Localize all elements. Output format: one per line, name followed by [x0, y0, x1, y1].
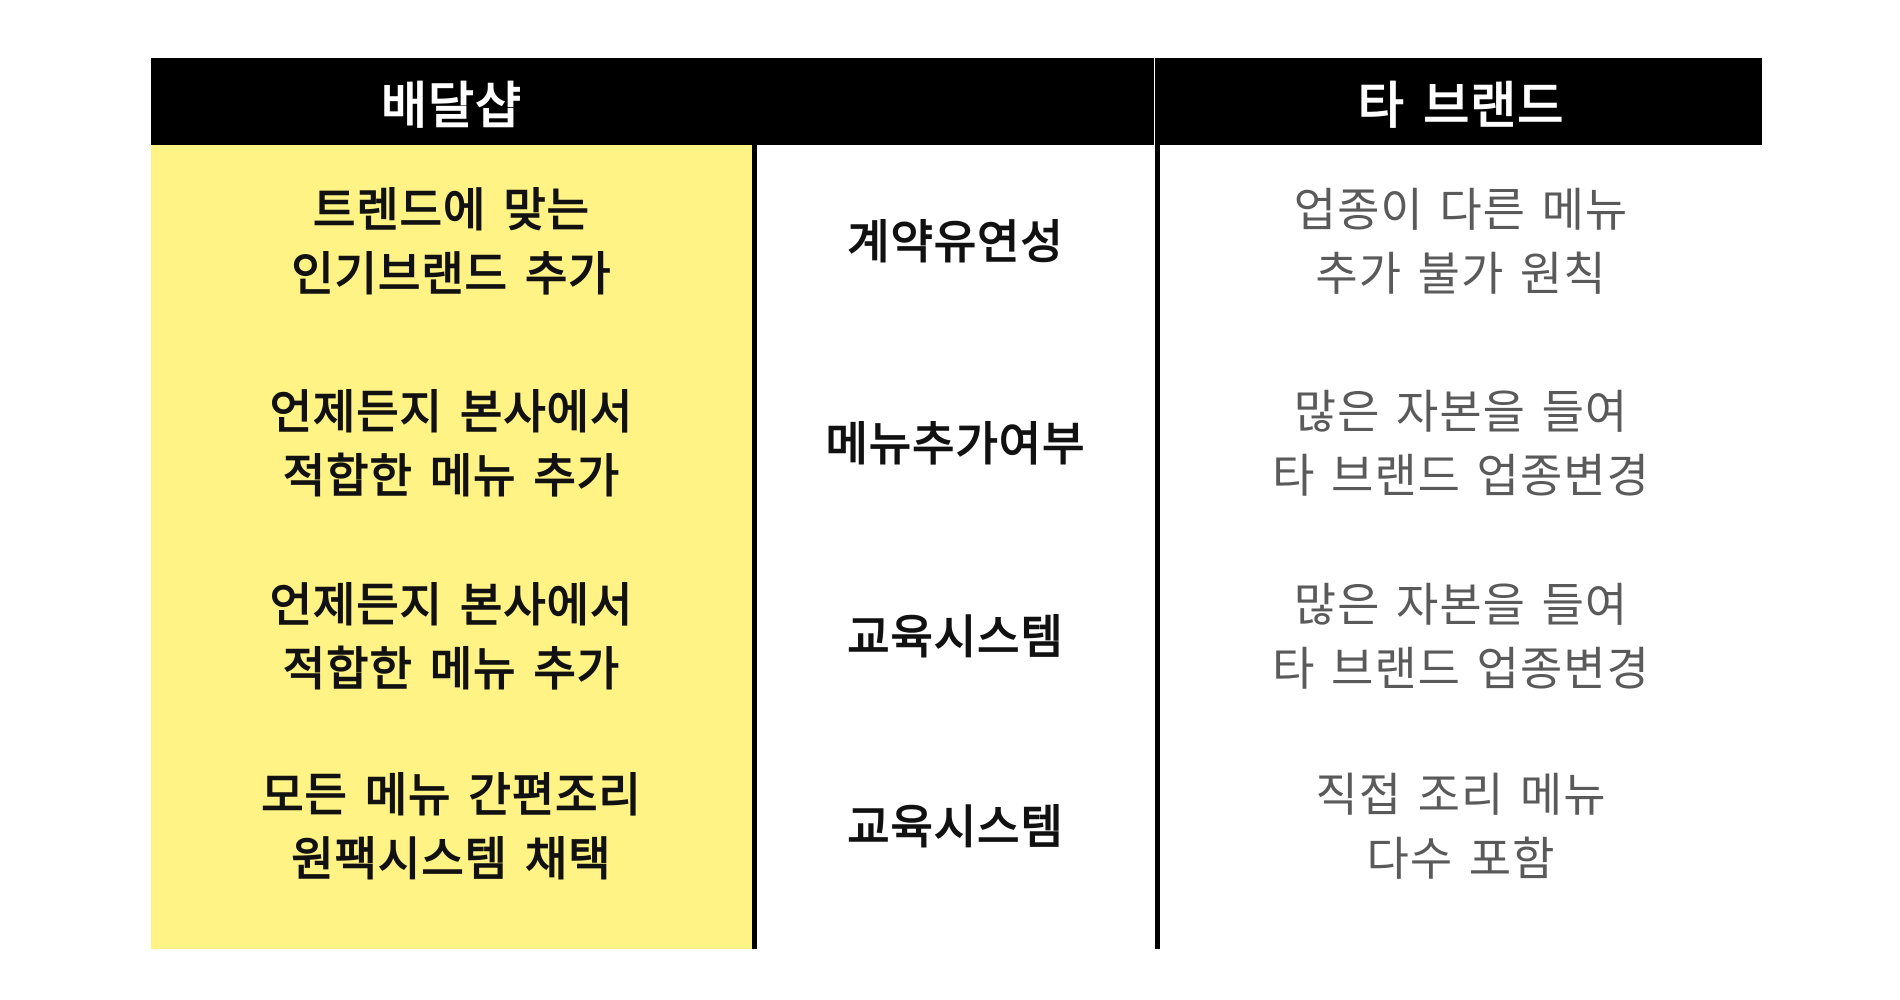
cell-line: 많은 자본을 들여	[1293, 384, 1629, 439]
baedalshop-cell: 언제든지 본사에서 적합한 메뉴 추가	[151, 540, 752, 733]
cell-line: 모든 메뉴 간편조리	[261, 767, 642, 822]
baedalshop-cell: 모든 메뉴 간편조리 원팩시스템 채택	[151, 730, 752, 923]
other-brand-cell: 많은 자본을 들여 타 브랜드 업종변경	[1160, 347, 1762, 540]
column-criteria: 계약유연성 메뉴추가여부 교육시스템 교육시스템	[757, 58, 1154, 949]
column-other-brand: 타 브랜드 업종이 다른 메뉴 추가 불가 원칙 많은 자본을 들여 타 브랜드…	[1160, 58, 1762, 949]
column-criteria-body: 계약유연성 메뉴추가여부 교육시스템 교육시스템	[757, 145, 1154, 949]
baedalshop-cell: 트렌드에 맞는 인기브랜드 추가	[151, 145, 752, 338]
header-baedalshop: 배달샵	[151, 58, 752, 145]
column-divider	[1155, 58, 1160, 949]
cell-line: 교육시스템	[847, 799, 1064, 854]
criteria-cell: 메뉴추가여부	[757, 347, 1154, 540]
comparison-table: 배달샵 트렌드에 맞는 인기브랜드 추가 언제든지 본사에서 적합한 메뉴 추가…	[151, 58, 1762, 949]
other-brand-cell: 업종이 다른 메뉴 추가 불가 원칙	[1160, 145, 1762, 338]
cell-line: 언제든지 본사에서	[269, 577, 634, 632]
cell-line: 적합한 메뉴 추가	[282, 641, 621, 696]
criteria-cell: 교육시스템	[757, 540, 1154, 733]
criteria-cell: 계약유연성	[757, 145, 1154, 338]
cell-line: 타 브랜드 업종변경	[1272, 448, 1650, 503]
cell-line: 적합한 메뉴 추가	[282, 448, 621, 503]
column-divider	[752, 58, 757, 949]
cell-line: 트렌드에 맞는	[313, 182, 590, 237]
cell-line: 계약유연성	[847, 214, 1064, 269]
column-baedalshop-body: 트렌드에 맞는 인기브랜드 추가 언제든지 본사에서 적합한 메뉴 추가 언제든…	[151, 145, 752, 949]
cell-line: 직접 조리 메뉴	[1315, 767, 1607, 822]
other-brand-cell: 많은 자본을 들여 타 브랜드 업종변경	[1160, 540, 1762, 733]
header-other-brand: 타 브랜드	[1160, 58, 1762, 145]
cell-line: 인기브랜드 추가	[291, 246, 612, 301]
column-baedalshop: 배달샵 트렌드에 맞는 인기브랜드 추가 언제든지 본사에서 적합한 메뉴 추가…	[151, 58, 752, 949]
cell-line: 많은 자본을 들여	[1293, 577, 1629, 632]
cell-line: 업종이 다른 메뉴	[1293, 182, 1629, 237]
cell-line: 원팩시스템 채택	[291, 831, 612, 886]
cell-line: 추가 불가 원칙	[1315, 246, 1607, 301]
header-criteria	[757, 58, 1154, 145]
other-brand-cell: 직접 조리 메뉴 다수 포함	[1160, 730, 1762, 923]
cell-line: 교육시스템	[847, 609, 1064, 664]
baedalshop-cell: 언제든지 본사에서 적합한 메뉴 추가	[151, 347, 752, 540]
column-other-brand-body: 업종이 다른 메뉴 추가 불가 원칙 많은 자본을 들여 타 브랜드 업종변경 …	[1160, 145, 1762, 949]
cell-line: 언제든지 본사에서	[269, 384, 634, 439]
criteria-cell: 교육시스템	[757, 730, 1154, 923]
cell-line: 메뉴추가여부	[825, 416, 1086, 471]
cell-line: 다수 포함	[1366, 831, 1556, 886]
cell-line: 타 브랜드 업종변경	[1272, 641, 1650, 696]
